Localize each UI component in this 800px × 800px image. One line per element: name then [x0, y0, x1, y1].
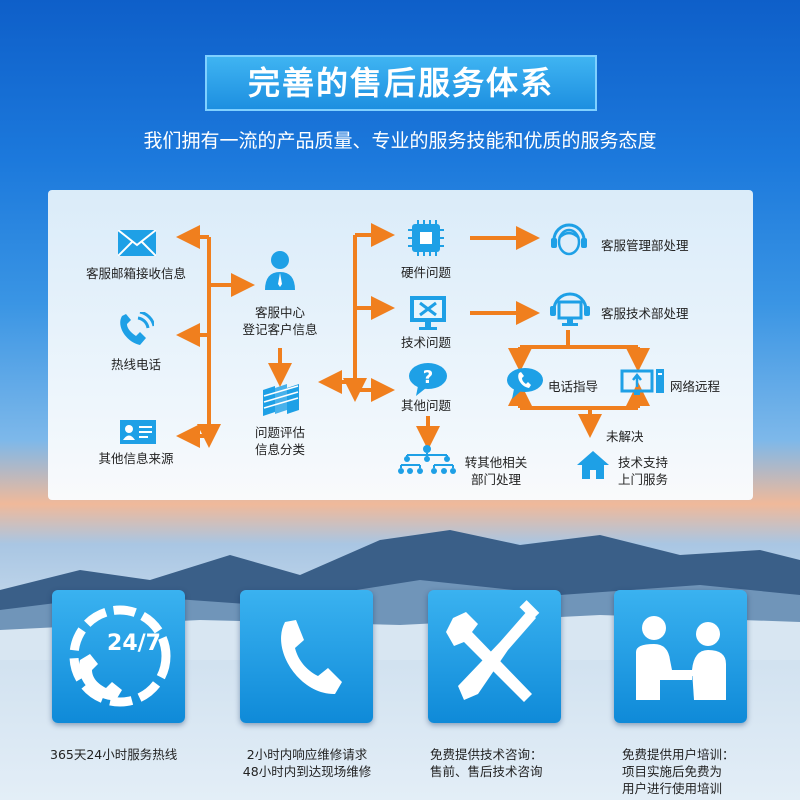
source-hotline-label: 热线电话 — [110, 357, 161, 372]
feature-tile-hotline: 24/7 — [52, 590, 185, 723]
feature-caption-hotline: 365天24小时服务热线 — [50, 746, 190, 763]
headset-agent-icon — [551, 223, 587, 256]
tech-monitor-icon — [410, 296, 446, 330]
documents-icon — [263, 384, 299, 416]
headset-monitor-icon — [550, 292, 590, 326]
feature-tile-training — [614, 590, 747, 723]
transfer-label-1: 转其他相关 — [464, 455, 528, 470]
svg-text:?: ? — [423, 367, 433, 388]
chip-icon — [408, 220, 444, 256]
id-card-icon — [120, 420, 156, 444]
center-label-2: 登记客户信息 — [242, 322, 318, 337]
org-chart-icon — [398, 445, 456, 474]
email-icon — [118, 230, 156, 256]
other-problem-label: 其他问题 — [400, 398, 451, 413]
question-bubble-icon: ? — [409, 363, 447, 396]
caption-line: 48小时内到达现场维修 — [242, 764, 372, 779]
caption-line: 免费提供技术咨询： — [430, 747, 543, 762]
onsite-label-2: 上门服务 — [618, 472, 669, 487]
phone-guide-icon — [507, 368, 543, 399]
home-icon — [577, 451, 609, 479]
remote-network-icon — [620, 369, 664, 395]
feature-caption-training: 免费提供用户培训： 项目实施后免费为用户进行使用培训 — [622, 746, 762, 797]
phone-icon — [281, 620, 342, 695]
caption-line: 用户进行使用培训 — [622, 781, 723, 796]
source-other-label: 其他信息来源 — [98, 451, 174, 466]
tech-problem-label: 技术问题 — [400, 335, 451, 350]
transfer-label-2: 部门处理 — [470, 472, 521, 487]
tools-icon — [446, 600, 540, 702]
caption-line: 免费提供用户培训： — [622, 747, 735, 762]
training-icon — [636, 616, 726, 700]
flow-arrows — [176, 223, 650, 450]
hardware-problem-label: 硬件问题 — [400, 265, 451, 280]
subtitle: 我们拥有一流的产品质量、专业的服务技能和优质的服务态度 — [143, 130, 657, 152]
customer-service-person-icon — [265, 251, 295, 290]
evaluate-label-1: 问题评估 — [254, 425, 305, 440]
phone-guide-label: 电话指导 — [548, 379, 599, 394]
caption-line: 售前、售后技术咨询 — [430, 764, 543, 779]
mountains-background — [0, 530, 800, 660]
tech-dept-label: 客服技术部处理 — [601, 306, 689, 321]
mgmt-dept-label: 客服管理部处理 — [601, 238, 689, 253]
caption-line: 2小时内响应维修请求 — [246, 747, 368, 762]
feature-tile-response — [240, 590, 373, 723]
center-label-1: 客服中心 — [254, 305, 305, 320]
evaluate-label-2: 信息分类 — [254, 442, 305, 457]
remote-label: 网络远程 — [670, 379, 721, 394]
source-email-label: 客服邮箱接收信息 — [85, 266, 186, 281]
24-7-badge: 24/7 — [107, 631, 161, 656]
unresolved-label: 未解决 — [606, 429, 644, 444]
24-7-phone-icon: 24/7 — [69, 605, 171, 707]
feature-caption-response: 2小时内响应维修请求 48小时内到达现场维修 — [232, 746, 382, 780]
service-flow-panel: 客服邮箱接收信息 热线电话 其他信息来源 客服中心 登记客户信息 问题评估 信息… — [48, 190, 753, 500]
hotline-phone-icon — [120, 312, 154, 345]
onsite-label-1: 技术支持 — [618, 455, 669, 470]
feature-caption-consulting: 免费提供技术咨询： 售前、售后技术咨询 — [430, 746, 570, 780]
caption-line: 365天24小时服务热线 — [50, 747, 178, 762]
page-title: 完善的售后服务体系 — [205, 55, 597, 111]
feature-tile-consulting — [428, 590, 561, 723]
caption-line: 项目实施后免费为 — [622, 764, 723, 779]
